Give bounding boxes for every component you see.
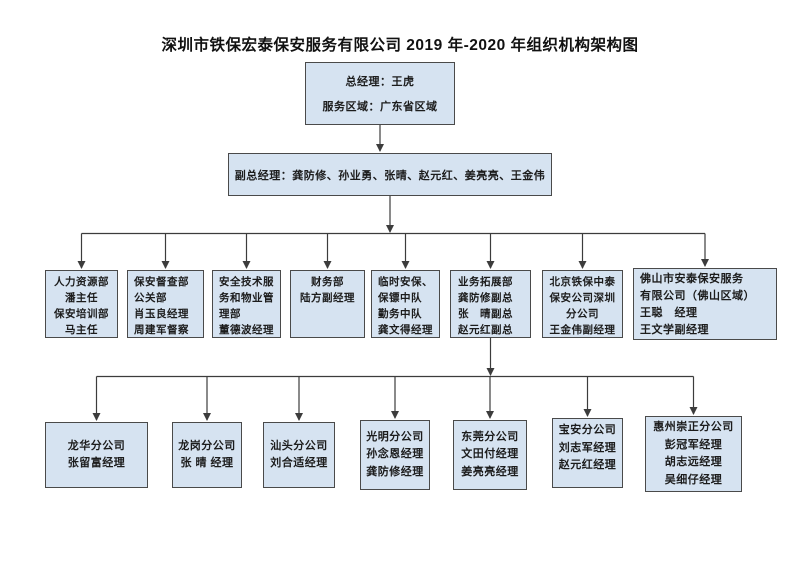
- node-line: 保安公司深圳: [549, 292, 616, 304]
- node-line: 刘合适经理: [270, 457, 328, 469]
- node-line: 胡志远经理: [664, 456, 723, 468]
- dept-node-business-dev: 业务拓展部 龚防修副总 张 晴副总 赵元红副总: [450, 270, 531, 338]
- vp-line: 副总经理：龚防修、孙业勇、张晴、赵元红、姜亮亮、王金伟: [234, 169, 546, 182]
- node-line: 王金伟副经理: [549, 324, 616, 336]
- node-line: 理部: [219, 308, 241, 320]
- node-line: 光明分公司: [366, 430, 424, 443]
- branch-node-huizhou: 惠州崇正分公司 彭冠军经理 胡志远经理 吴细仔经理: [645, 416, 742, 492]
- node-line: 财务部: [311, 276, 344, 288]
- dept-node-temp-security: 临时安保、 保镖中队 勤务中队 龚文得经理: [371, 270, 440, 338]
- node-line: 肖玉良经理: [134, 308, 189, 320]
- node-line: 安全技术服: [219, 276, 274, 288]
- node-line: 惠州崇正分公司: [653, 421, 734, 433]
- node-line: 汕头分公司: [270, 439, 328, 452]
- node-line: 临时安保、: [378, 276, 433, 288]
- branch-node-shantou: 汕头分公司 刘合适经理: [263, 422, 335, 488]
- node-line: 马主任: [65, 324, 98, 336]
- node-line: 姜亮亮经理: [461, 465, 519, 478]
- node-line: 周建军督察: [134, 324, 189, 336]
- node-line: 北京铁保中泰: [549, 276, 616, 288]
- chart-title: 深圳市铁保宏泰保安服务有限公司 2019 年-2020 年组织机构架构图: [161, 37, 639, 54]
- node-line: 赵元红经理: [558, 459, 617, 471]
- node-line: 张 晴副总: [458, 308, 513, 320]
- node-line: 业务拓展部: [458, 276, 513, 288]
- gm-line: 总经理：王虎: [345, 75, 415, 88]
- node-line: 龙岗分公司: [178, 439, 236, 452]
- node-line: 龚防修经理: [366, 465, 424, 478]
- vp-node: 副总经理：龚防修、孙业勇、张晴、赵元红、姜亮亮、王金伟: [228, 153, 552, 196]
- branch-node-longhua: 龙华分公司 张留富经理: [45, 422, 148, 488]
- gm-service-area-line: 服务区域：广东省区域: [322, 101, 438, 114]
- node-line: 文田付经理: [461, 448, 519, 461]
- node-line: 潘主任: [65, 292, 98, 304]
- node-line: 陆方副经理: [300, 292, 355, 304]
- node-line: 务和物业管: [219, 292, 274, 304]
- gm-node: 总经理：王虎 服务区域：广东省区域: [305, 62, 455, 125]
- node-line: 张 晴 经理: [180, 457, 234, 469]
- node-line: 分公司: [566, 308, 599, 320]
- node-line: 保安培训部: [54, 308, 109, 320]
- node-line: 人力资源部: [54, 276, 109, 288]
- node-line: 王文学副经理: [640, 324, 709, 336]
- dept-node-hr: 人力资源部 潘主任 保安培训部 马主任: [45, 270, 118, 338]
- node-line: 刘志军经理: [558, 441, 617, 454]
- node-line: 保镖中队: [378, 292, 422, 304]
- node-line: 王聪 经理: [640, 307, 698, 319]
- branch-node-dongguan: 东莞分公司 文田付经理 姜亮亮经理: [453, 420, 527, 490]
- node-line: 龙华分公司: [67, 439, 126, 452]
- dept-node-beijing-subsidiary: 北京铁保中泰 保安公司深圳 分公司 王金伟副经理: [542, 270, 623, 338]
- node-line: 公关部: [134, 292, 167, 304]
- dept-node-finance: 财务部 陆方副经理: [290, 270, 365, 338]
- branch-node-longgang: 龙岗分公司 张 晴 经理: [172, 422, 242, 488]
- node-line: 宝安分公司: [558, 424, 617, 436]
- node-line: 彭冠军经理: [664, 438, 723, 451]
- node-line: 董德波经理: [219, 324, 274, 336]
- node-line: 佛山市安泰保安服务: [640, 273, 744, 285]
- node-line: 有限公司（佛山区域）: [640, 290, 755, 302]
- branch-node-guangming: 光明分公司 孙念恩经理 龚防修经理: [360, 420, 430, 490]
- node-line: 龚防修副总: [458, 292, 513, 304]
- node-line: 孙念恩经理: [366, 448, 424, 461]
- dept-node-foshan-company: 佛山市安泰保安服务 有限公司（佛山区域） 王聪 经理 王文学副经理: [633, 268, 777, 340]
- node-line: 张留富经理: [67, 457, 126, 469]
- node-line: 吴细仔经理: [664, 473, 723, 486]
- node-line: 勤务中队: [378, 308, 422, 320]
- node-line: 保安督查部: [134, 276, 189, 288]
- dept-node-supervision: 保安督查部 公关部 肖玉良经理 周建军督察: [127, 270, 204, 338]
- node-line: 东莞分公司: [461, 430, 519, 443]
- node-line: 龚文得经理: [378, 324, 433, 336]
- dept-node-tech-property: 安全技术服 务和物业管 理部 董德波经理: [212, 270, 281, 338]
- branch-node-baoan: 宝安分公司 刘志军经理 赵元红经理: [552, 418, 623, 488]
- node-line: 赵元红副总: [458, 324, 513, 336]
